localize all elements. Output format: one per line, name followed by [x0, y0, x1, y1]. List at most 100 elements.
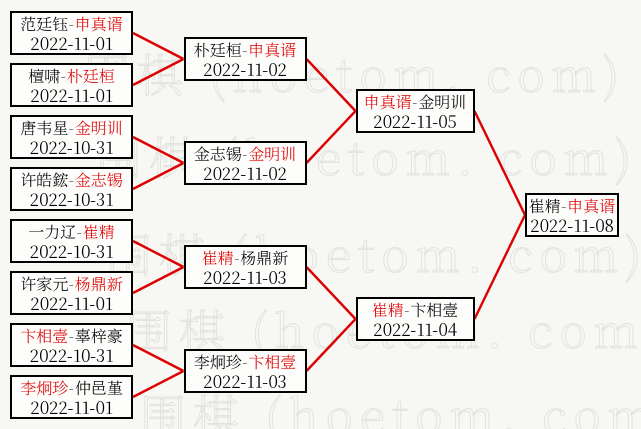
- match-box: 崔精-杨鼎新 2022-11-03: [183, 245, 307, 289]
- connector-line: [473, 110, 527, 216]
- players-separator: -: [242, 38, 248, 61]
- connector-line: [132, 369, 185, 399]
- match-players: 唐韦星-金明训: [12, 118, 131, 137]
- connector-line: [132, 57, 185, 87]
- player1-name: 金志锡: [193, 142, 242, 165]
- match-date: 2022-11-01: [30, 290, 113, 315]
- match-players: 申真谞-金明训: [358, 92, 473, 111]
- player1-name: 崔精: [371, 298, 404, 321]
- match-date: 2022-11-03: [203, 264, 287, 289]
- players-separator: -: [68, 376, 75, 399]
- player1-name: 一力辽: [28, 220, 77, 243]
- match-players: 李炯珍-卞相壹: [186, 352, 305, 371]
- players-separator: -: [242, 350, 248, 373]
- players-separator: -: [68, 272, 75, 295]
- match-box: 金志锡-金明训 2022-11-02: [183, 141, 307, 185]
- match-date: 2022-11-08: [530, 212, 614, 237]
- player1-name: 许家元: [20, 272, 69, 295]
- player1-name: 卞相壹: [20, 324, 69, 347]
- match-box: 崔精-卞相壹 2022-11-04: [355, 297, 475, 341]
- players-separator: -: [234, 246, 240, 269]
- player1-name: 檀啸: [28, 64, 61, 87]
- player2-name: 崔精: [82, 220, 115, 243]
- match-box: 许家元-杨鼎新 2022-11-01: [10, 271, 133, 315]
- players-separator: -: [412, 90, 418, 113]
- match-box: 许皓鋐-金志锡 2022-10-31: [10, 167, 133, 211]
- connector-line: [305, 110, 357, 164]
- match-box: 申真谞-金明训 2022-11-05: [355, 89, 475, 133]
- player1-name: 范廷钰: [20, 12, 69, 35]
- watermark-row: 围棋 (hoetom. com): [139, 381, 641, 429]
- connector-line: [132, 343, 185, 373]
- match-players: 朴廷桓-申真谞: [186, 40, 305, 59]
- match-date: 2022-11-01: [30, 30, 113, 55]
- match-date: 2022-10-31: [29, 342, 114, 367]
- match-players: 檀啸-朴廷桓: [12, 66, 131, 85]
- players-separator: -: [404, 298, 410, 321]
- player2-name: 卞相壹: [248, 350, 297, 373]
- player2-name: 杨鼎新: [74, 272, 123, 295]
- players-separator: -: [60, 64, 67, 87]
- match-players: 许皓鋐-金志锡: [12, 170, 131, 189]
- player1-name: 唐韦星: [20, 116, 69, 139]
- match-date: 2022-11-03: [203, 368, 287, 393]
- match-date: 2022-10-31: [29, 134, 114, 159]
- match-date: 2022-10-31: [29, 186, 114, 211]
- player1-name: 崔精: [528, 194, 561, 217]
- player2-name: 杨鼎新: [240, 246, 289, 269]
- watermark-row: 围棋 (hoetom. com): [83, 40, 627, 106]
- match-box: 卞相壹-辜梓豪 2022-10-31: [10, 323, 133, 367]
- connector-line: [305, 318, 357, 372]
- match-date: 2022-11-05: [373, 108, 457, 133]
- connector-line: [132, 239, 185, 269]
- player1-name: 许皓鋐: [20, 168, 69, 191]
- player2-name: 申真谞: [567, 194, 616, 217]
- match-box: 崔精-申真谞 2022-11-08: [525, 193, 619, 237]
- match-players: 范廷钰-申真谞: [12, 14, 131, 33]
- players-separator: -: [76, 220, 83, 243]
- match-players: 卞相壹-辜梓豪: [12, 326, 131, 345]
- match-players: 崔精-申真谞: [527, 196, 617, 215]
- match-date: 2022-11-02: [203, 160, 287, 185]
- player2-name: 朴廷桓: [66, 64, 115, 87]
- match-box: 一力辽-崔精 2022-10-31: [10, 219, 133, 263]
- match-date: 2022-11-02: [203, 56, 287, 81]
- match-players: 李炯珍-仲邑堇: [12, 378, 131, 397]
- match-box: 李炯珍-仲邑堇 2022-11-01: [10, 375, 133, 419]
- player2-name: 金明训: [418, 90, 467, 113]
- match-box: 朴廷桓-申真谞 2022-11-02: [183, 37, 307, 81]
- player2-name: 辜梓豪: [74, 324, 123, 347]
- match-players: 崔精-杨鼎新: [186, 248, 305, 267]
- connector-line: [132, 135, 185, 165]
- connector-line: [305, 58, 357, 112]
- connector-line: [473, 214, 527, 320]
- player2-name: 仲邑堇: [74, 376, 123, 399]
- match-players: 一力辽-崔精: [12, 222, 131, 241]
- connector-line: [132, 31, 185, 61]
- players-separator: -: [561, 194, 567, 217]
- player1-name: 朴廷桓: [193, 38, 242, 61]
- player2-name: 申真谞: [248, 38, 297, 61]
- match-box: 唐韦星-金明训 2022-10-31: [10, 115, 133, 159]
- match-players: 许家元-杨鼎新: [12, 274, 131, 293]
- connector-line: [132, 161, 185, 191]
- match-box: 檀啸-朴廷桓 2022-11-01: [10, 63, 133, 107]
- match-players: 崔精-卞相壹: [358, 300, 473, 319]
- connector-line: [132, 265, 185, 295]
- player2-name: 金明训: [74, 116, 123, 139]
- connector-line: [305, 266, 357, 320]
- match-date: 2022-11-04: [373, 316, 457, 341]
- player2-name: 金志锡: [74, 168, 123, 191]
- player1-name: 申真谞: [363, 90, 412, 113]
- players-separator: -: [68, 12, 75, 35]
- player2-name: 金明训: [248, 142, 297, 165]
- match-date: 2022-11-01: [30, 82, 113, 107]
- players-separator: -: [68, 116, 75, 139]
- match-box: 范廷钰-申真谞 2022-11-01: [10, 11, 133, 55]
- player1-name: 崔精: [201, 246, 234, 269]
- players-separator: -: [242, 142, 248, 165]
- match-date: 2022-10-31: [29, 238, 114, 263]
- player2-name: 卞相壹: [410, 298, 459, 321]
